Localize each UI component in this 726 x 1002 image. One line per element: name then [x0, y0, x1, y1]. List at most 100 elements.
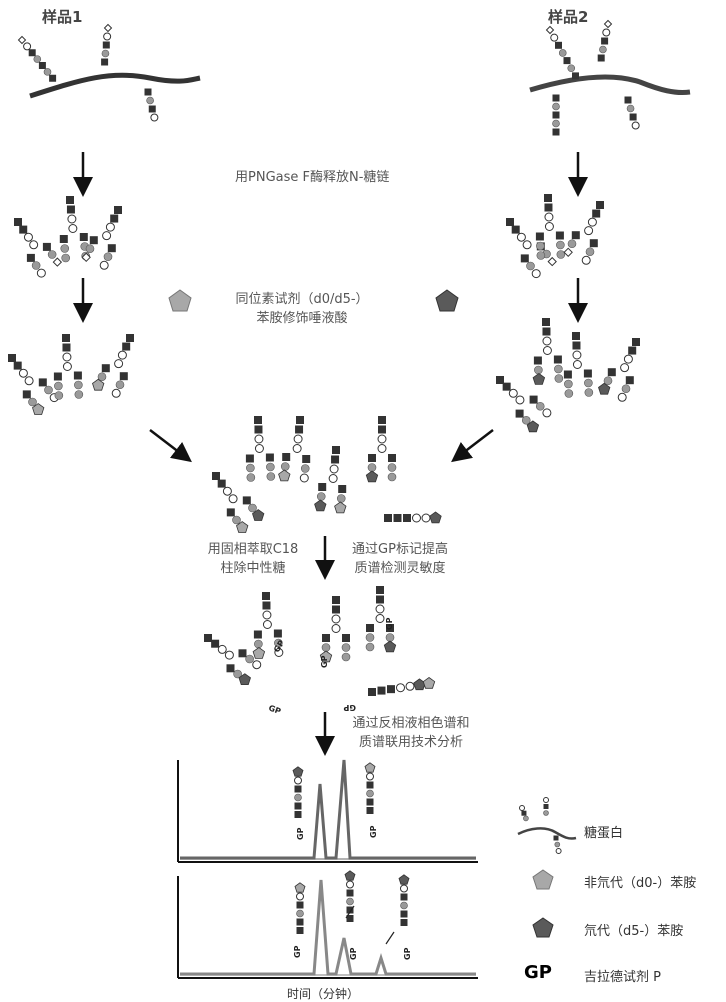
glycan	[365, 416, 397, 483]
glycan	[101, 23, 113, 66]
glycan	[204, 634, 262, 685]
glycan	[365, 586, 397, 653]
gp-tag: GP	[369, 825, 378, 838]
glycan	[624, 96, 640, 130]
glycan	[597, 19, 613, 62]
glycan	[92, 334, 134, 398]
glycan	[273, 629, 284, 657]
gp-tag: GP	[296, 827, 305, 840]
glycan	[532, 356, 546, 385]
glycan	[278, 416, 311, 483]
glycan	[17, 35, 57, 82]
glycan	[62, 334, 72, 371]
glycan	[398, 874, 410, 926]
glycan	[81, 236, 98, 263]
glycan	[99, 244, 116, 270]
glycan	[334, 485, 347, 514]
gp-step-label: 通过GP标记提高 质谱检测灵敏度	[340, 538, 460, 576]
legend-glycoprotein-label: 糖蛋白	[584, 826, 624, 841]
glycan	[555, 231, 566, 259]
glycan	[242, 496, 265, 521]
sample1-title: 样品1	[42, 8, 83, 26]
isotope-step-label: 同位素试剂（d0/d5-） 苯胺修饰唾液酸	[222, 288, 382, 326]
glycan	[245, 416, 276, 482]
glycan	[319, 634, 333, 663]
glycan	[144, 88, 159, 122]
glycan	[328, 446, 340, 483]
glycan	[59, 196, 90, 263]
glycan	[254, 416, 264, 453]
glycan	[365, 454, 379, 483]
spe-line2: 柱除中性糖	[220, 561, 286, 576]
glycan	[515, 409, 540, 433]
glycan	[563, 201, 604, 265]
glycan	[598, 368, 616, 395]
glycan	[252, 592, 284, 659]
glycan	[212, 472, 265, 533]
sample2-protein-backbone	[529, 74, 691, 95]
lc-line2: 质谱联用技术分析	[358, 735, 463, 750]
chart-xlabel: 时间（分钟）	[287, 987, 360, 1001]
glycan	[114, 334, 134, 369]
glycan	[314, 483, 327, 512]
legend-light-pentagon	[532, 869, 554, 890]
glycan	[519, 805, 529, 822]
arrow-merge-right	[451, 429, 494, 463]
glycan	[38, 378, 59, 403]
gp-tag: GP	[293, 945, 302, 958]
lc-line1: 通过反相液相色谱和	[352, 716, 470, 731]
glycan	[102, 206, 122, 241]
gp-line2: 质谱检测灵敏度	[354, 561, 446, 576]
glycan	[294, 882, 306, 934]
glycan	[581, 239, 598, 265]
glycan	[383, 624, 397, 653]
release-step-label: 用PNGase F酶释放N-糖链	[235, 170, 390, 185]
glycan	[545, 25, 579, 80]
glycan	[377, 416, 387, 453]
legend-gp-symbol: GP	[524, 962, 552, 983]
gp-tag: GP	[349, 947, 358, 960]
glycan	[319, 596, 351, 663]
glycan	[535, 194, 566, 260]
spe-step-label: 用固相萃取C18 柱除中性糖	[198, 538, 308, 576]
glycan	[535, 232, 546, 260]
glycan	[59, 235, 70, 263]
lc-step-label: 通过反相液相色谱和 质谱联用技术分析	[336, 712, 486, 750]
legend-glycoprotein-icon	[517, 827, 577, 840]
glycan	[262, 592, 272, 629]
gp-tag: GP	[343, 703, 356, 712]
chromatogram-1-peaks	[180, 759, 476, 860]
glycan	[543, 797, 549, 816]
sample2-title: 样品2	[548, 8, 589, 26]
glycan	[26, 253, 46, 278]
glycan	[496, 376, 552, 433]
gp-tag: GP	[320, 655, 329, 668]
glycan	[496, 376, 525, 405]
gp-tag: GP	[267, 703, 282, 716]
spe-line1: 用固相萃取C18	[207, 542, 299, 557]
glycan	[620, 338, 640, 373]
gp-line1: 通过GP标记提高	[352, 542, 448, 557]
glycan	[506, 218, 532, 250]
glycan	[542, 318, 552, 355]
glycan	[278, 453, 291, 482]
glycan	[563, 332, 594, 398]
glycan	[245, 454, 256, 482]
glycan	[584, 201, 604, 236]
glycan	[341, 634, 351, 662]
chromatogram-2-peaks	[180, 879, 476, 976]
glycan	[598, 338, 640, 402]
glycan	[22, 390, 45, 415]
glycan	[520, 254, 541, 279]
chromatogram-2	[177, 876, 478, 979]
glycan	[314, 446, 347, 514]
chromatogram-1	[177, 759, 478, 863]
glycan	[365, 624, 375, 652]
glycan	[299, 455, 311, 483]
glycan	[8, 354, 34, 386]
isotope-line1: 同位素试剂（d0/d5-）	[235, 292, 369, 307]
legend-gp-reagent-label: 吉拉德试剂 P	[584, 970, 661, 985]
glycan	[331, 596, 341, 633]
